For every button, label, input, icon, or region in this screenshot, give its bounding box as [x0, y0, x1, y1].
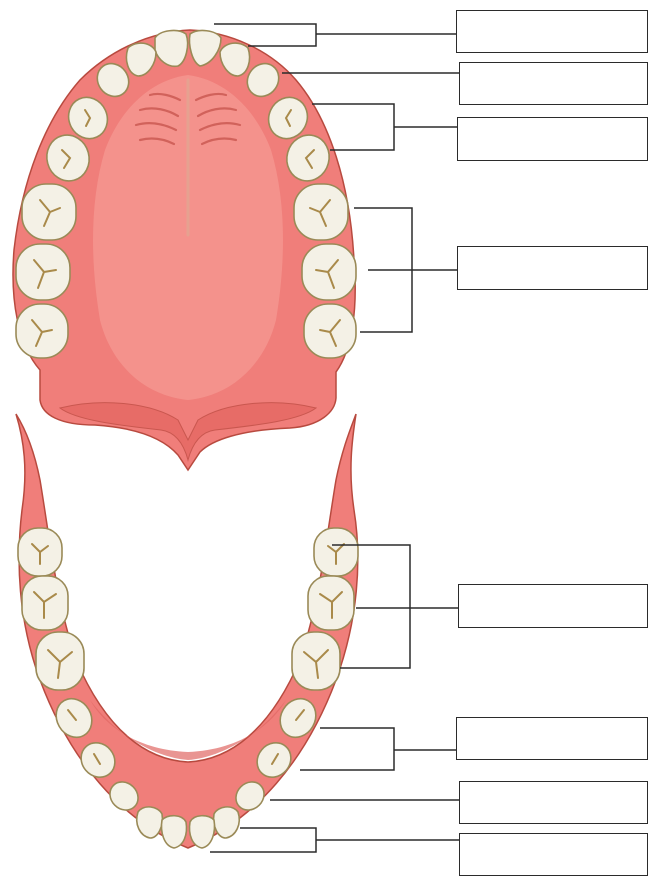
lower-lateral-incisor-left [137, 807, 163, 838]
label-box-lower-premolars[interactable] [456, 717, 648, 760]
leader-line-6 [300, 728, 456, 770]
leader-line-1 [214, 24, 456, 46]
label-box-upper-premolars[interactable] [457, 117, 648, 161]
label-box-lower-canine[interactable] [459, 781, 648, 824]
lower-arch [16, 414, 358, 848]
upper-arch [13, 30, 356, 470]
lower-lateral-incisor-right [214, 807, 240, 838]
lower-central-incisor-left [162, 816, 187, 848]
leader-line-8 [210, 828, 459, 852]
label-box-lower-molars[interactable] [458, 584, 648, 628]
leader-line-3 [312, 104, 457, 150]
label-box-upper-molars[interactable] [457, 246, 648, 290]
label-box-upper-canine[interactable] [459, 62, 648, 105]
lower-central-incisor-right [190, 816, 215, 848]
label-box-lower-central-incisors[interactable] [459, 833, 648, 876]
leader-line-4 [354, 208, 457, 332]
label-box-upper-central-incisors[interactable] [456, 10, 648, 53]
lower-gum [16, 414, 358, 848]
